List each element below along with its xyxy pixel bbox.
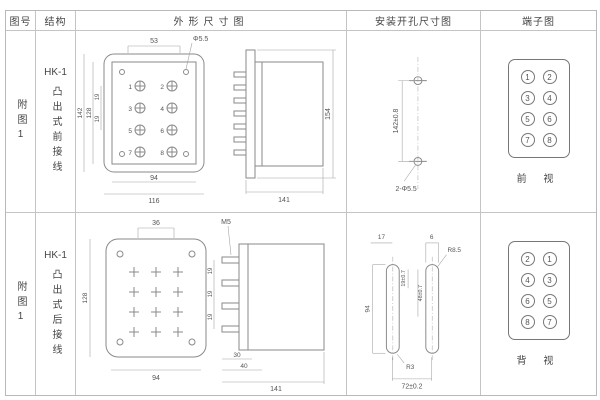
- dim-19a: 19: [95, 93, 101, 100]
- terminal-number: 4: [520, 273, 535, 287]
- row1-figure-no: 附图1: [6, 31, 36, 213]
- header-figure-no-label: 图号: [9, 17, 32, 28]
- row2-model-label: HK-1: [44, 249, 67, 261]
- dim-19b: 19: [208, 290, 214, 297]
- dim-r85: R8.5: [447, 247, 461, 254]
- dim-m5: M5: [221, 219, 231, 226]
- header-structure: 结构: [36, 11, 76, 31]
- header-mounting-label: 安装开孔尺寸图: [375, 17, 452, 28]
- dim-94: 94: [152, 375, 160, 382]
- dim-154: 154: [325, 108, 332, 120]
- row2-terminal-cell: 2 1 4 3 6 5 8 7 背 视: [481, 213, 596, 395]
- terminal-number: 7: [542, 315, 557, 329]
- rear-view: 36 128 94: [82, 220, 207, 382]
- terminal-number: 7: [520, 132, 535, 147]
- mounting-drawing-rear-wiring: 17 6 R8.5 94 19±0.7 48±0.7 R3 72±0.2: [365, 234, 462, 391]
- row1-structure-label: 凸出式前接线: [50, 86, 61, 176]
- pin-number: 2: [160, 84, 164, 91]
- row2-structure-label: 凸出式后接线: [50, 268, 61, 359]
- terminal-number: 6: [542, 111, 557, 126]
- side-view: M5 19 19 19 30 40 141: [208, 219, 325, 393]
- row2-structure: HK-1 凸出式后接线: [36, 213, 76, 395]
- dim-6: 6: [430, 234, 434, 241]
- row2-figure-no: 附图1: [6, 213, 36, 395]
- pin-number: 8: [160, 150, 164, 157]
- row2-figure-no-label: 附图1: [15, 281, 26, 327]
- dim-hole-note: Φ5.5: [193, 36, 208, 43]
- terminal-cross-marks: [129, 267, 183, 337]
- row1-outline-cell: 1 2 3 4 5 6 7 8 53 Φ5.5: [76, 31, 347, 213]
- dim-128: 128: [82, 292, 89, 303]
- front-view: 1 2 3 4 5 6 7 8 53 Φ5.5: [77, 36, 208, 205]
- dim-2-holes-note: 2-Φ5.5: [396, 185, 417, 192]
- dim-48-07: 48±0.7: [418, 285, 424, 302]
- header-terminal: 端子图: [481, 11, 596, 31]
- dim-19b: 19: [95, 115, 101, 122]
- row1-terminal-cell: 1 2 3 4 5 6 7 8 前 视: [481, 31, 596, 213]
- dim-141: 141: [278, 197, 290, 204]
- terminal-panel-front: 1 2 3 4 5 6 7 8: [507, 58, 570, 158]
- header-terminal-label: 端子图: [522, 17, 555, 28]
- dim-19c: 19: [208, 313, 214, 320]
- pin-number: 6: [160, 128, 164, 135]
- row2-outline-cell: 36 128 94 M5 19: [76, 213, 347, 395]
- dim-72-02: 72±0.2: [402, 384, 423, 391]
- terminal-symbols: 1 2 3 4 5 6 7 8: [128, 80, 178, 157]
- pin-number: 4: [160, 106, 164, 113]
- header-mounting: 安装开孔尺寸图: [347, 11, 481, 31]
- dim-30: 30: [233, 352, 241, 359]
- terminal-number: 5: [542, 294, 557, 308]
- dim-142-08: 142±0.8: [393, 108, 400, 133]
- pin-number: 1: [128, 84, 132, 91]
- header-outline: 外形尺寸图: [76, 11, 347, 31]
- terminal-number: 8: [542, 132, 557, 147]
- terminal-number: 6: [520, 294, 535, 308]
- terminal-number: 1: [542, 252, 557, 266]
- pin-number: 5: [128, 128, 132, 135]
- dim-19a: 19: [208, 267, 214, 274]
- dim-142: 142: [77, 107, 84, 118]
- terminal-number: 3: [520, 90, 535, 105]
- dim-19-07: 19±0.7: [401, 270, 407, 287]
- terminal-number: 2: [542, 69, 557, 84]
- dim-53: 53: [150, 38, 158, 45]
- header-figure-no: 图号: [6, 11, 36, 31]
- outline-drawing-front-wiring: 1 2 3 4 5 6 7 8 53 Φ5.5: [77, 36, 336, 205]
- view-label-rear: 背 视: [516, 356, 561, 367]
- dim-94: 94: [365, 305, 372, 313]
- terminal-number: 4: [542, 90, 557, 105]
- header-structure-label: 结构: [44, 17, 67, 28]
- terminal-number: 5: [520, 111, 535, 126]
- terminal-panel-rear: 2 1 4 3 6 5 8 7: [507, 241, 570, 340]
- mounting-drawing-front-wiring: 142±0.8 2-Φ5.5: [393, 56, 427, 192]
- outline-drawing-rear-wiring: 36 128 94 M5 19: [82, 219, 325, 393]
- header-outline-label: 外形尺寸图: [173, 17, 249, 28]
- dim-36: 36: [152, 220, 160, 227]
- terminal-number: 8: [520, 315, 535, 329]
- row1-structure: HK-1 凸出式前接线: [36, 31, 76, 213]
- dim-128: 128: [86, 107, 93, 118]
- dimension-table: 图号 结构 外形尺寸图 安装开孔尺寸图 端子图 附图1 HK-1 凸出式前接线: [5, 10, 597, 396]
- terminal-number: 2: [520, 252, 535, 266]
- dim-40: 40: [240, 363, 248, 370]
- terminal-number: 3: [542, 273, 557, 287]
- row1-model-label: HK-1: [44, 67, 67, 78]
- side-view: 154 141: [233, 49, 336, 204]
- row1-mounting-cell: 142±0.8 2-Φ5.5: [347, 31, 481, 213]
- row2-mounting-cell: 17 6 R8.5 94 19±0.7 48±0.7 R3 72±0.2: [347, 213, 481, 395]
- dim-17: 17: [378, 234, 386, 241]
- dim-r3: R3: [406, 364, 415, 371]
- pin-number: 7: [128, 150, 132, 157]
- dim-116: 116: [148, 198, 159, 205]
- pin-number: 3: [128, 106, 132, 113]
- row1-figure-no-label: 附图1: [15, 98, 26, 145]
- dim-94: 94: [150, 175, 158, 182]
- terminal-number: 1: [520, 69, 535, 84]
- dim-141: 141: [270, 386, 282, 393]
- view-label-front: 前 视: [516, 173, 561, 185]
